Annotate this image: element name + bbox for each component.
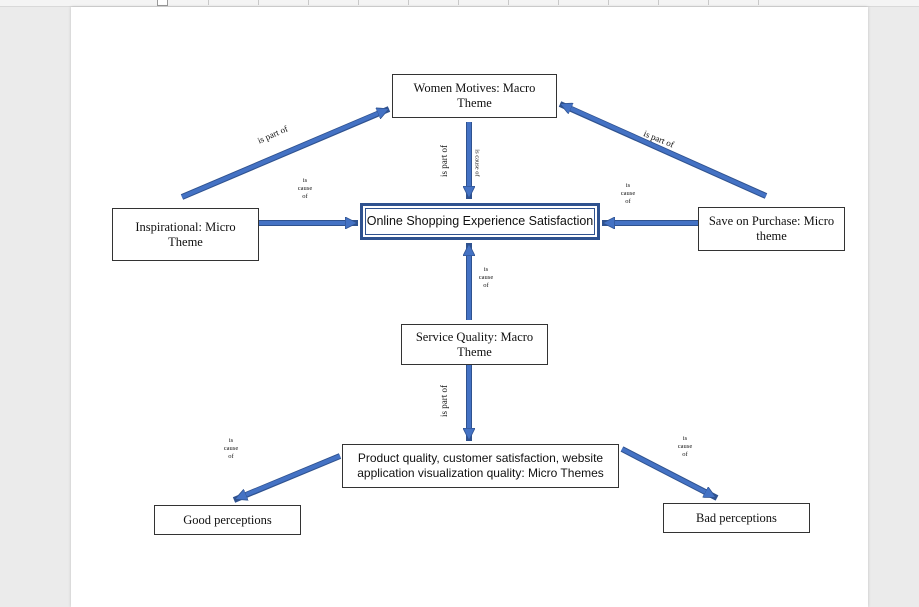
ruler-tick	[558, 0, 559, 5]
bad-perceptions-label: Bad perceptions	[696, 510, 777, 525]
ruler-tick	[758, 0, 759, 5]
ruler-tick	[508, 0, 509, 5]
save-on-purchase-box[interactable]: Save on Purchase: Micro theme	[698, 207, 845, 251]
label-of: of	[228, 453, 234, 460]
arrow-inspirational-to-women-motives	[180, 106, 391, 200]
label-is: is	[682, 435, 688, 442]
ruler-tick	[708, 0, 709, 5]
service-quality-label: Service Quality: Macro Theme	[415, 329, 534, 359]
label-is: is	[483, 266, 489, 273]
online-shopping-box[interactable]: Online Shopping Experience Satisfaction	[360, 203, 600, 240]
ruler-tick	[258, 0, 259, 5]
label-cause: cause	[677, 443, 693, 450]
online-shopping-inner-border: Online Shopping Experience Satisfaction	[365, 208, 595, 235]
save-on-purchase-label: Save on Purchase: Micro theme	[708, 214, 835, 243]
edge-label-cause-bad: is cause of	[674, 435, 696, 459]
bad-perceptions-box[interactable]: Bad perceptions	[663, 503, 810, 533]
service-quality-box[interactable]: Service Quality: Macro Theme	[401, 324, 548, 365]
ruler-tick	[208, 0, 209, 5]
label-of: of	[302, 193, 308, 200]
label-is: is	[228, 437, 234, 444]
women-motives-label: Women Motives: Macro Theme	[413, 81, 536, 110]
label-is: is	[302, 177, 308, 184]
label-of: of	[625, 198, 631, 205]
top-ruler	[0, 0, 919, 7]
edge-label-is-part-of-service: is part of	[439, 385, 449, 417]
ruler-tick	[408, 0, 409, 5]
women-motives-box[interactable]: Women Motives: Macro Theme	[392, 74, 557, 118]
edge-label-is-part-of-top: is part of	[439, 145, 449, 177]
micro-themes-label: Product quality, customer satisfaction, …	[357, 451, 604, 480]
edge-label-is-cause-of-top: is cause of	[473, 149, 481, 177]
ruler-tick	[308, 0, 309, 5]
label-cause: cause	[478, 274, 494, 281]
ruler-indent-marker[interactable]	[157, 0, 168, 6]
online-shopping-label: Online Shopping Experience Satisfaction	[366, 214, 594, 228]
inspirational-box[interactable]: Inspirational: Micro Theme	[112, 208, 259, 261]
label-cause: cause	[297, 185, 313, 192]
edge-label-cause-service: is cause of	[475, 266, 497, 290]
inspirational-label: Inspirational: Micro Theme	[135, 219, 236, 249]
edge-label-cause-good: is cause of	[220, 437, 242, 461]
arrow-micro-to-good	[232, 453, 342, 503]
ruler-tick	[608, 0, 609, 5]
arrow-micro-to-bad	[620, 446, 719, 501]
arrow-save-to-women-motives	[558, 101, 768, 199]
ruler-tick	[458, 0, 459, 5]
label-of: of	[682, 451, 688, 458]
ruler-tick	[658, 0, 659, 5]
micro-themes-box[interactable]: Product quality, customer satisfaction, …	[342, 444, 619, 488]
good-perceptions-label: Good perceptions	[183, 512, 272, 527]
ruler-tick	[358, 0, 359, 5]
good-perceptions-box[interactable]: Good perceptions	[154, 505, 301, 535]
label-cause: cause	[223, 445, 239, 452]
label-of: of	[483, 282, 489, 289]
edge-label-cause-inspirational: is cause of	[294, 177, 316, 201]
label-cause: cause	[620, 190, 636, 197]
edge-label-cause-save: is cause of	[617, 182, 639, 206]
label-is: is	[625, 182, 631, 189]
